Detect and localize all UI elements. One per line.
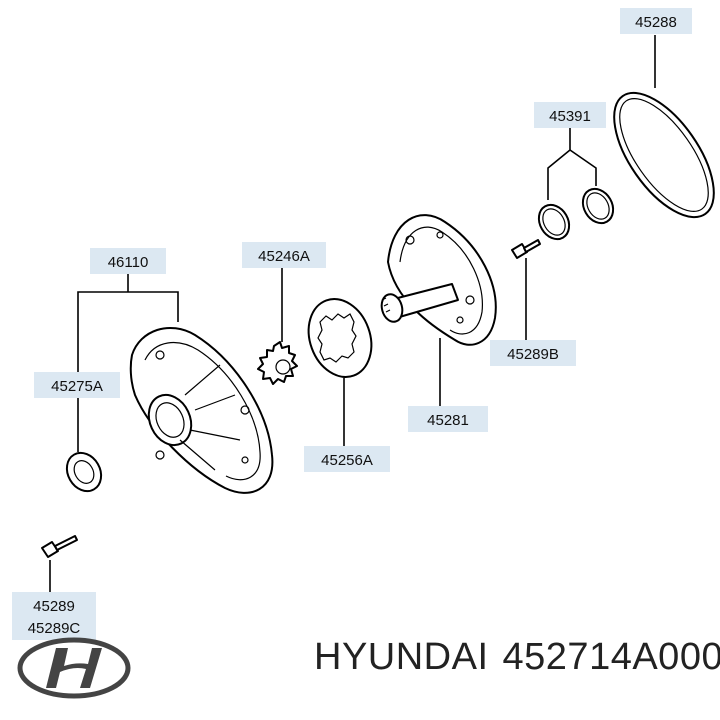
label-45275A-text: 45275A <box>51 378 103 395</box>
part-46110-pump-body <box>129 326 274 494</box>
label-45288: 45288 <box>620 8 692 34</box>
label-45246A-text: 45246A <box>258 248 310 265</box>
label-45289-text: 45289 <box>33 598 75 615</box>
label-45289B-text: 45289B <box>507 346 559 363</box>
leader-lines <box>49 35 656 592</box>
hyundai-logo-icon <box>17 637 131 699</box>
label-45256A: 45256A <box>304 446 390 472</box>
label-45281: 45281 <box>408 406 488 432</box>
label-45246A: 45246A <box>242 242 326 268</box>
label-45256A-text: 45256A <box>321 452 373 469</box>
part-45281-stator-shaft <box>380 214 497 346</box>
part-45391-seal-rings <box>537 187 615 241</box>
footer-part-title: HYUNDAI 452714A000 <box>314 636 720 679</box>
label-45289C-text: 45289C <box>28 620 81 637</box>
part-45289B-bolt <box>511 239 541 259</box>
label-45289: 45289 45289C <box>12 592 96 640</box>
footer-brand-name: HYUNDAI <box>314 636 489 678</box>
part-45256A-outer-gear <box>307 298 373 378</box>
label-45275A: 45275A <box>34 372 120 398</box>
label-45391-text: 45391 <box>549 108 591 125</box>
footer-part-number: 452714A000 <box>502 636 720 678</box>
label-46110: 46110 <box>90 248 166 274</box>
part-45288-oring <box>613 91 715 219</box>
label-45288-text: 45288 <box>635 14 677 31</box>
label-45391: 45391 <box>534 102 606 128</box>
label-46110-text: 46110 <box>108 254 149 271</box>
part-45246A-inner-gear <box>257 341 298 385</box>
part-45275A-oil-seal <box>65 451 103 493</box>
label-45281-text: 45281 <box>427 412 469 429</box>
label-45289B: 45289B <box>490 340 576 366</box>
part-45289-bolt <box>41 535 78 558</box>
